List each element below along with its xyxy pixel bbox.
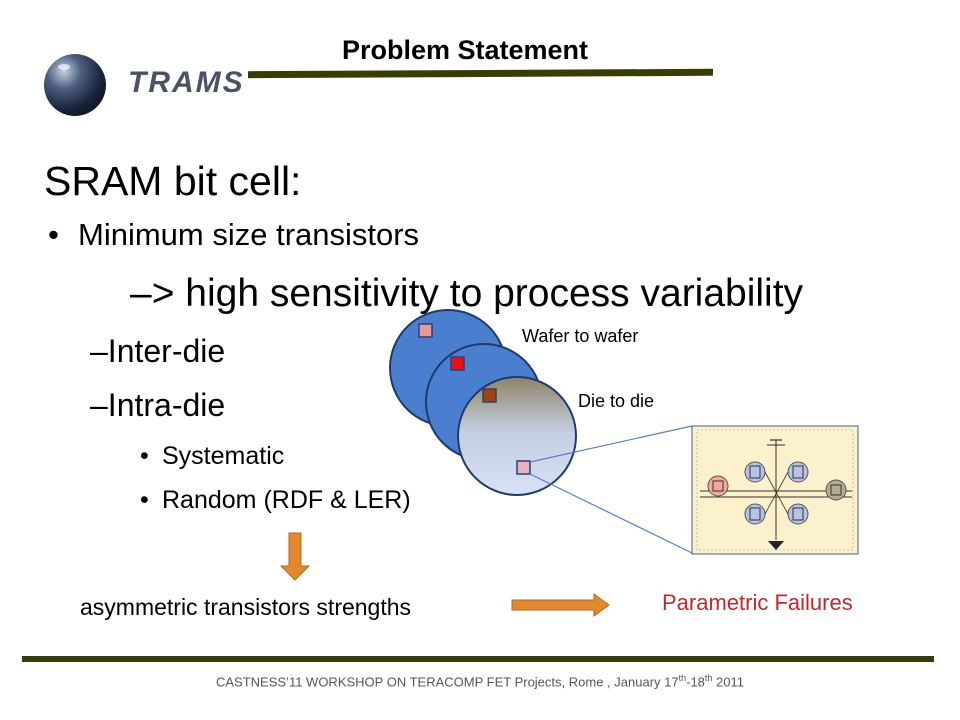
sub-item-systematic: • Systematic <box>140 442 284 471</box>
page-title: Problem Statement <box>341 35 589 65</box>
bullet-dot-icon: • <box>140 442 149 470</box>
outcome-text: Parametric Failures <box>662 590 853 615</box>
die-marker-4 <box>516 460 531 475</box>
footer-sup-1: th <box>678 673 687 683</box>
bullet-dot-icon: • <box>48 217 59 252</box>
logo-text: TRAMS <box>128 66 245 99</box>
footer-mid: -18 <box>686 674 705 690</box>
footer-main: CASTNESS’11 WORKSHOP ON TERACOMP FET Pro… <box>215 674 679 690</box>
consequence-text: –> high sensitivity to process variabili… <box>130 272 804 315</box>
footer-end: 2011 <box>712 674 744 690</box>
sub-item-random: • Random (RDF & LER) <box>140 486 411 515</box>
bullet-item: • Minimum size transistors <box>48 217 419 253</box>
sub-item-text: Random (RDF & LER) <box>162 486 411 514</box>
bullet-text: Minimum size transistors <box>78 217 420 252</box>
die-to-die-label: Die to die <box>578 391 655 411</box>
down-arrow-icon <box>279 532 311 581</box>
footer-text: CASTNESS’11 WORKSHOP ON TERACOMP FET Pro… <box>0 673 960 689</box>
die-marker-1 <box>418 323 433 338</box>
dash-item-intra-die: –Intra-die <box>90 387 226 423</box>
footer-sup-2: th <box>704 673 713 683</box>
slide-heading: SRAM bit cell: <box>44 158 302 204</box>
sphere-logo-icon <box>44 54 106 116</box>
right-arrow-icon <box>511 593 610 617</box>
dash-item-inter-die: –Inter-die <box>90 333 226 369</box>
wafer-to-wafer-label: Wafer to wafer <box>522 326 639 346</box>
wafer-3 <box>457 376 577 496</box>
footer-divider <box>22 656 934 662</box>
trams-logo: TRAMS <box>40 50 243 120</box>
die-marker-2 <box>450 356 465 371</box>
bullet-dot-icon: • <box>140 486 149 514</box>
sram-cell-layout <box>691 425 859 555</box>
zoom-line-top <box>529 425 693 463</box>
sub-item-text: Systematic <box>162 442 285 470</box>
result-text: asymmetric transistors strengths <box>80 594 412 620</box>
die-marker-3 <box>482 388 497 403</box>
zoom-line-bottom <box>529 473 693 554</box>
